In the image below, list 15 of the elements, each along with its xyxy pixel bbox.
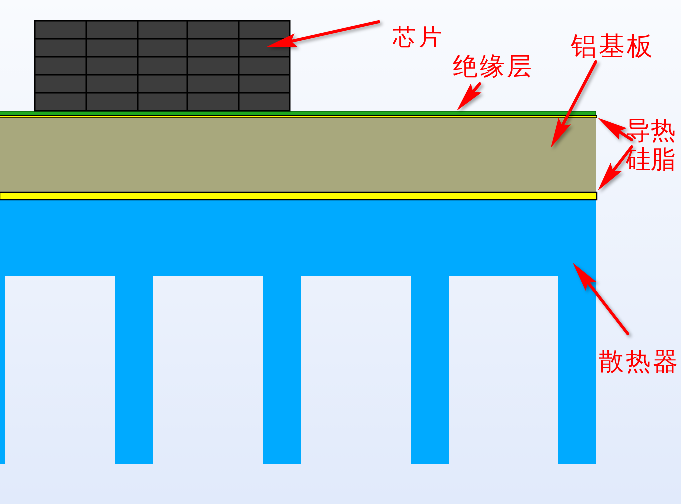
leader-arrow xyxy=(598,146,634,191)
leader-arrow xyxy=(457,82,482,111)
leader-arrow xyxy=(267,20,380,48)
part-label: 导热硅脂 xyxy=(626,116,680,174)
leader-arrow xyxy=(598,118,634,142)
leader-arrow xyxy=(551,60,598,148)
aluminum-base-plate xyxy=(0,118,596,192)
part-label: 芯片 xyxy=(393,25,445,52)
thermal-grease-layer xyxy=(0,192,598,201)
heat-sink xyxy=(0,200,596,464)
leader-arrow xyxy=(573,263,630,336)
part-label: 绝缘层 xyxy=(453,53,534,82)
chip-drawing xyxy=(34,20,291,112)
part-label: 铝基板 xyxy=(571,33,655,63)
part-label: 散热器 xyxy=(599,348,680,377)
